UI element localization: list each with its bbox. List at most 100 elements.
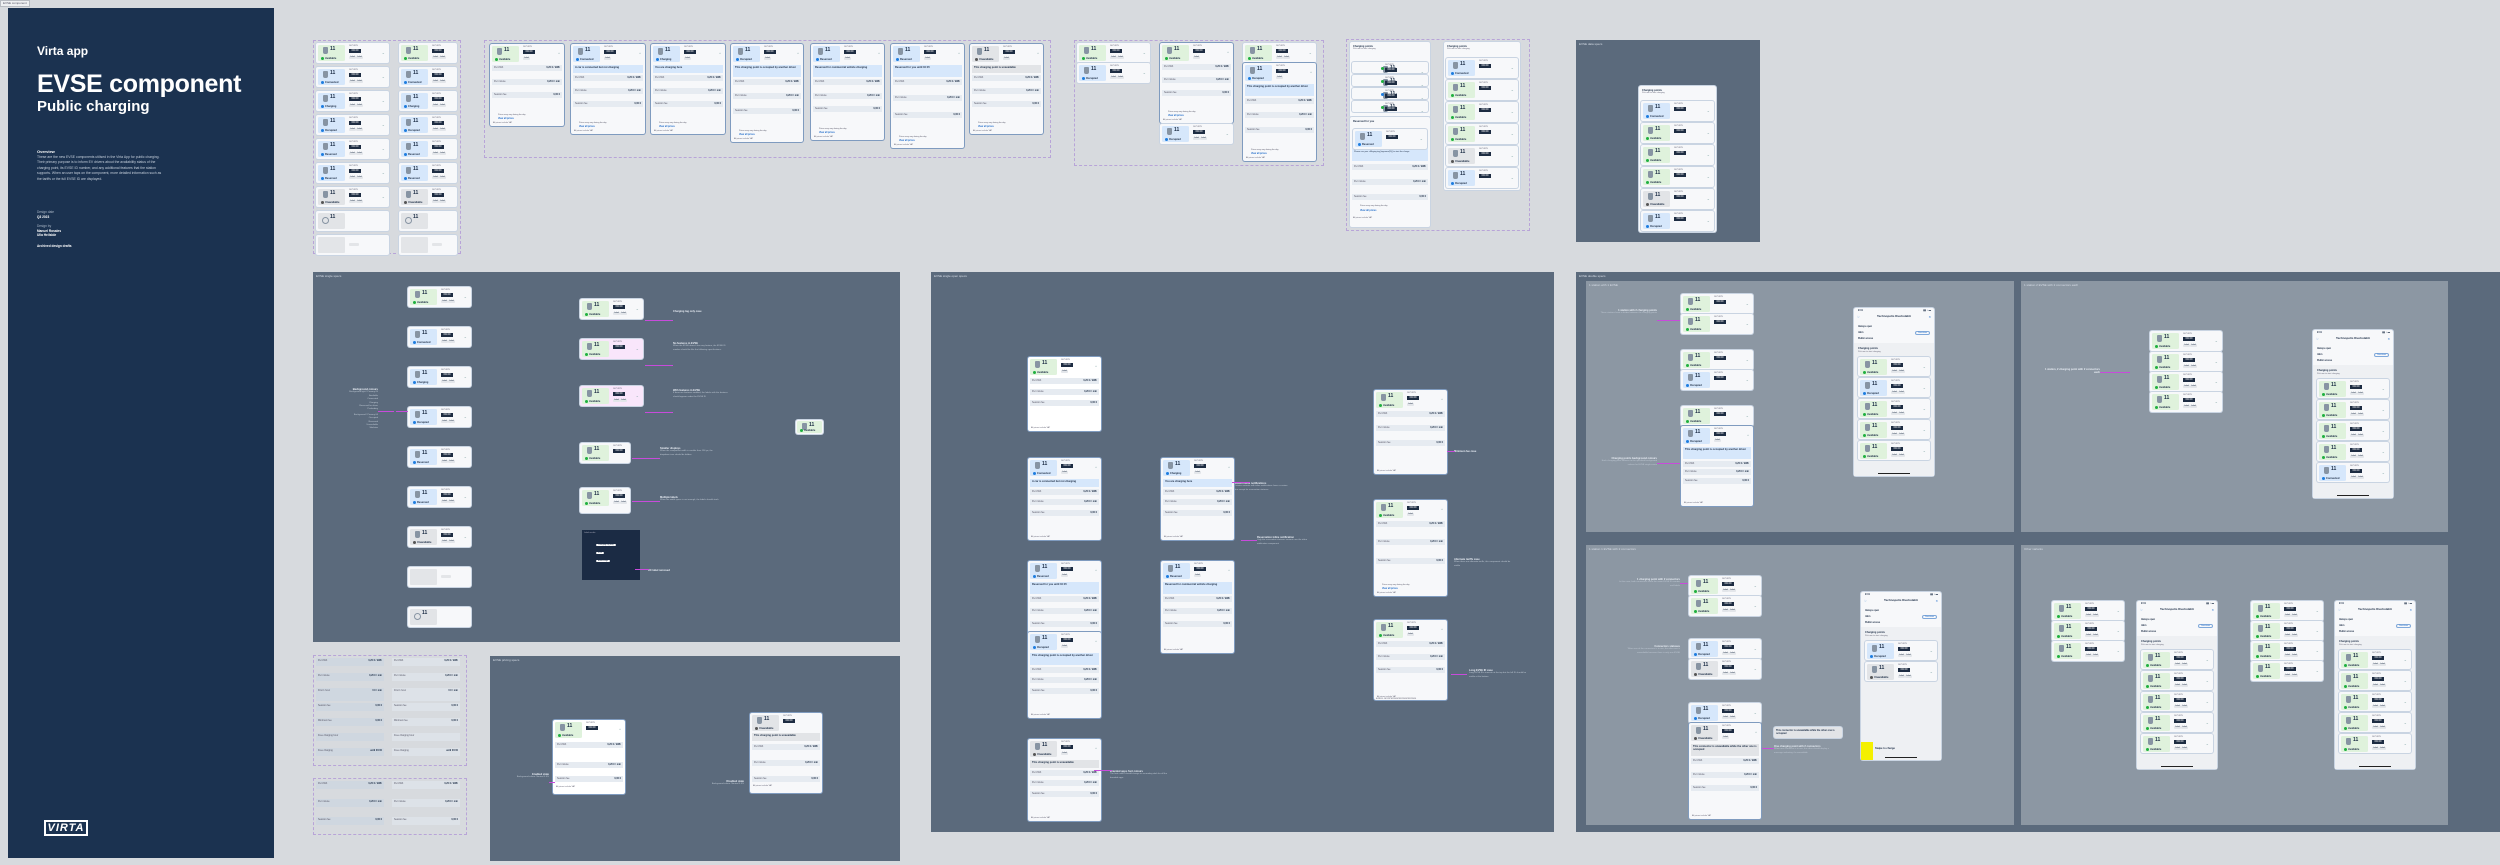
archive-link[interactable]: Archived design drafts — [37, 244, 72, 248]
chevron-down-icon[interactable]: ⌄ — [1420, 69, 1424, 74]
chevron-up-icon[interactable]: ^ — [878, 51, 880, 56]
chevron-down-icon[interactable]: ⌄ — [1510, 109, 1514, 114]
chevron-down-icon[interactable]: ⌄ — [1420, 95, 1424, 100]
chevron-down-icon[interactable]: ⌄ — [2205, 699, 2209, 704]
chevron-down-icon[interactable]: ⌄ — [2381, 386, 2385, 391]
chevron-down-icon[interactable]: ⌄ — [381, 122, 385, 127]
chevron-down-icon[interactable]: ⌄ — [2116, 628, 2120, 633]
directions-button[interactable]: Directions — [2396, 624, 2411, 628]
chevron-up-icon[interactable]: ^ — [1095, 465, 1097, 470]
view-all-prices-link[interactable]: View all prices — [498, 118, 514, 120]
chevron-down-icon[interactable]: ⌄ — [381, 50, 385, 55]
page-tab[interactable]: EVSE component — [0, 0, 30, 7]
chevron-down-icon[interactable]: ⌄ — [381, 146, 385, 151]
chevron-up-icon[interactable]: ^ — [1755, 730, 1757, 735]
favorite-icon[interactable]: ♡ — [2140, 608, 2143, 612]
close-icon[interactable]: ✕ — [1935, 599, 1938, 603]
chevron-down-icon[interactable]: ⌄ — [1706, 174, 1710, 179]
view-all-prices-link[interactable]: View all prices — [899, 140, 915, 142]
chevron-down-icon[interactable]: ⌄ — [2205, 741, 2209, 746]
chevron-down-icon[interactable]: ⌄ — [1745, 321, 1749, 326]
directions-button[interactable]: Directions — [2198, 624, 2213, 628]
chevron-down-icon[interactable]: ⌄ — [1745, 301, 1749, 306]
chevron-down-icon[interactable]: ⌄ — [2315, 608, 2319, 613]
chevron-down-icon[interactable]: ⌄ — [2381, 428, 2385, 433]
chevron-down-icon[interactable]: ⌄ — [1745, 357, 1749, 362]
view-all-prices-link[interactable]: View all prices — [1360, 209, 1377, 212]
chevron-down-icon[interactable]: ⌄ — [2403, 741, 2407, 746]
chevron-down-icon[interactable]: ⌄ — [2116, 608, 2120, 613]
evse-card[interactable]: 11 — [399, 211, 457, 231]
evse-card[interactable] — [408, 567, 471, 587]
chevron-down-icon[interactable]: ⌄ — [2205, 720, 2209, 725]
chevron-up-icon[interactable]: ^ — [1095, 746, 1097, 751]
chevron-down-icon[interactable]: ⌄ — [2403, 657, 2407, 662]
favorite-icon[interactable]: ♡ — [2316, 337, 2319, 341]
chevron-down-icon[interactable]: ⌄ — [1745, 413, 1749, 418]
close-icon[interactable]: ✕ — [2387, 337, 2390, 341]
evse-card[interactable] — [316, 235, 389, 255]
view-all-prices-link[interactable]: View all prices — [1382, 588, 1398, 590]
chevron-down-icon[interactable]: ⌄ — [2403, 720, 2407, 725]
directions-button[interactable]: Directions — [2374, 353, 2389, 357]
chevron-up-icon[interactable]: ^ — [797, 51, 799, 56]
chevron-down-icon[interactable]: ⌄ — [2403, 678, 2407, 683]
swipe-handle[interactable] — [1861, 742, 1873, 760]
chevron-down-icon[interactable]: ⌄ — [1142, 50, 1146, 55]
chevron-up-icon[interactable]: ^ — [1228, 568, 1230, 573]
favorite-icon[interactable]: ♡ — [1864, 599, 1867, 603]
chevron-down-icon[interactable]: ⌄ — [635, 346, 639, 351]
chevron-up-icon[interactable]: ^ — [1095, 568, 1097, 573]
chevron-down-icon[interactable]: ⌄ — [1753, 646, 1757, 651]
chevron-up-icon[interactable]: ^ — [1441, 627, 1443, 632]
chevron-down-icon[interactable]: ⌄ — [463, 414, 467, 419]
chevron-up-icon[interactable]: ^ — [639, 51, 641, 56]
view-all-prices-link[interactable]: View all prices — [1168, 115, 1184, 117]
view-all-prices-link[interactable]: View all prices — [659, 126, 675, 128]
